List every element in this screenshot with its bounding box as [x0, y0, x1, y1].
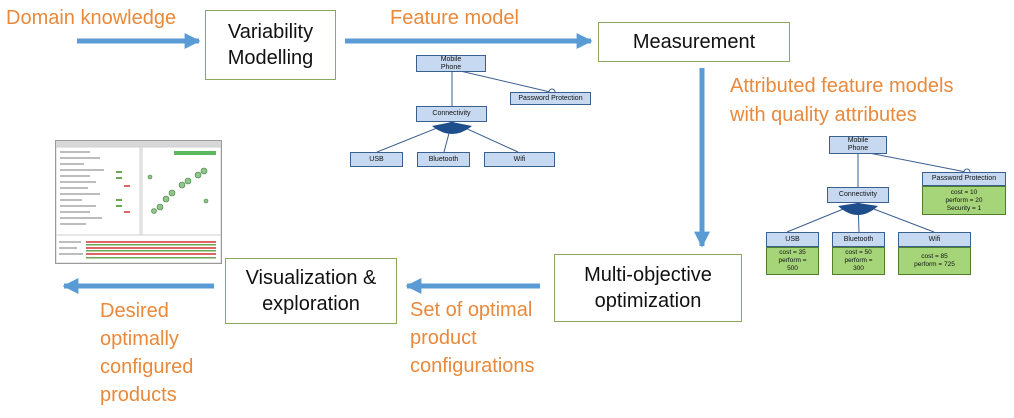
- attr-line: 500: [787, 265, 798, 272]
- multi-objective-optimization-box: Multi-objective optimization: [554, 254, 742, 322]
- attr-line: perform = 725: [914, 261, 955, 268]
- afm-password-protection-node: Password Protection: [922, 172, 1006, 186]
- afm-bluetooth-attributes: cost = 50 perform = 300: [832, 247, 885, 275]
- fm-bluetooth-node: Bluetooth: [417, 152, 470, 167]
- attr-line: cost = 50: [845, 249, 872, 256]
- measurement-box: Measurement: [598, 22, 790, 62]
- afm-bluetooth-node: Bluetooth: [832, 232, 885, 247]
- afm-password-attributes: cost = 10 perform = 20 Security = 1: [922, 186, 1006, 215]
- afm-wifi-attributes: cost = 85 perform = 725: [898, 247, 971, 275]
- attr-line: 300: [853, 265, 864, 272]
- attr-line: perform =: [778, 257, 807, 264]
- fm-wifi-node: Wifi: [484, 152, 555, 167]
- fm-connectivity-node: Connectivity: [416, 106, 487, 122]
- fm-password-protection-node: Password Protection: [510, 92, 591, 105]
- attr-line: perform =: [844, 257, 873, 264]
- attr-line: cost = 85: [921, 253, 948, 260]
- attributed-models-label: Attributed feature models with quality a…: [730, 75, 954, 126]
- visualization-exploration-box: Visualization & exploration: [225, 258, 397, 324]
- afm-usb-attributes: cost = 35 perform = 500: [766, 247, 819, 275]
- fm-mobile-phone-node: Mobile Phone: [416, 55, 486, 72]
- fm-usb-node: USB: [350, 152, 403, 167]
- desired-products-label: Desired optimally configured products: [100, 300, 194, 406]
- afm-usb-node: USB: [766, 232, 819, 247]
- optimal-set-label: Set of optimal product configurations: [410, 299, 535, 377]
- attr-line: cost = 10: [950, 188, 978, 196]
- or-group-arc-2: [838, 203, 878, 215]
- feature-model-label: Feature model: [390, 7, 519, 29]
- attr-line: Security = 1: [946, 204, 982, 212]
- thumbnail-graphic: [56, 141, 221, 263]
- domain-knowledge-label: Domain knowledge: [6, 7, 177, 29]
- attr-line: perform = 20: [945, 196, 983, 204]
- afm-connectivity-node: Connectivity: [827, 187, 889, 203]
- afm-wifi-node: Wifi: [898, 232, 971, 247]
- attr-line: cost = 35: [779, 249, 806, 256]
- or-group-arc: [432, 122, 472, 134]
- variability-modelling-box: Variability Modelling: [205, 10, 336, 80]
- afm-mobile-phone-node: Mobile Phone: [829, 136, 887, 154]
- visualization-tool-thumbnail: [55, 140, 222, 264]
